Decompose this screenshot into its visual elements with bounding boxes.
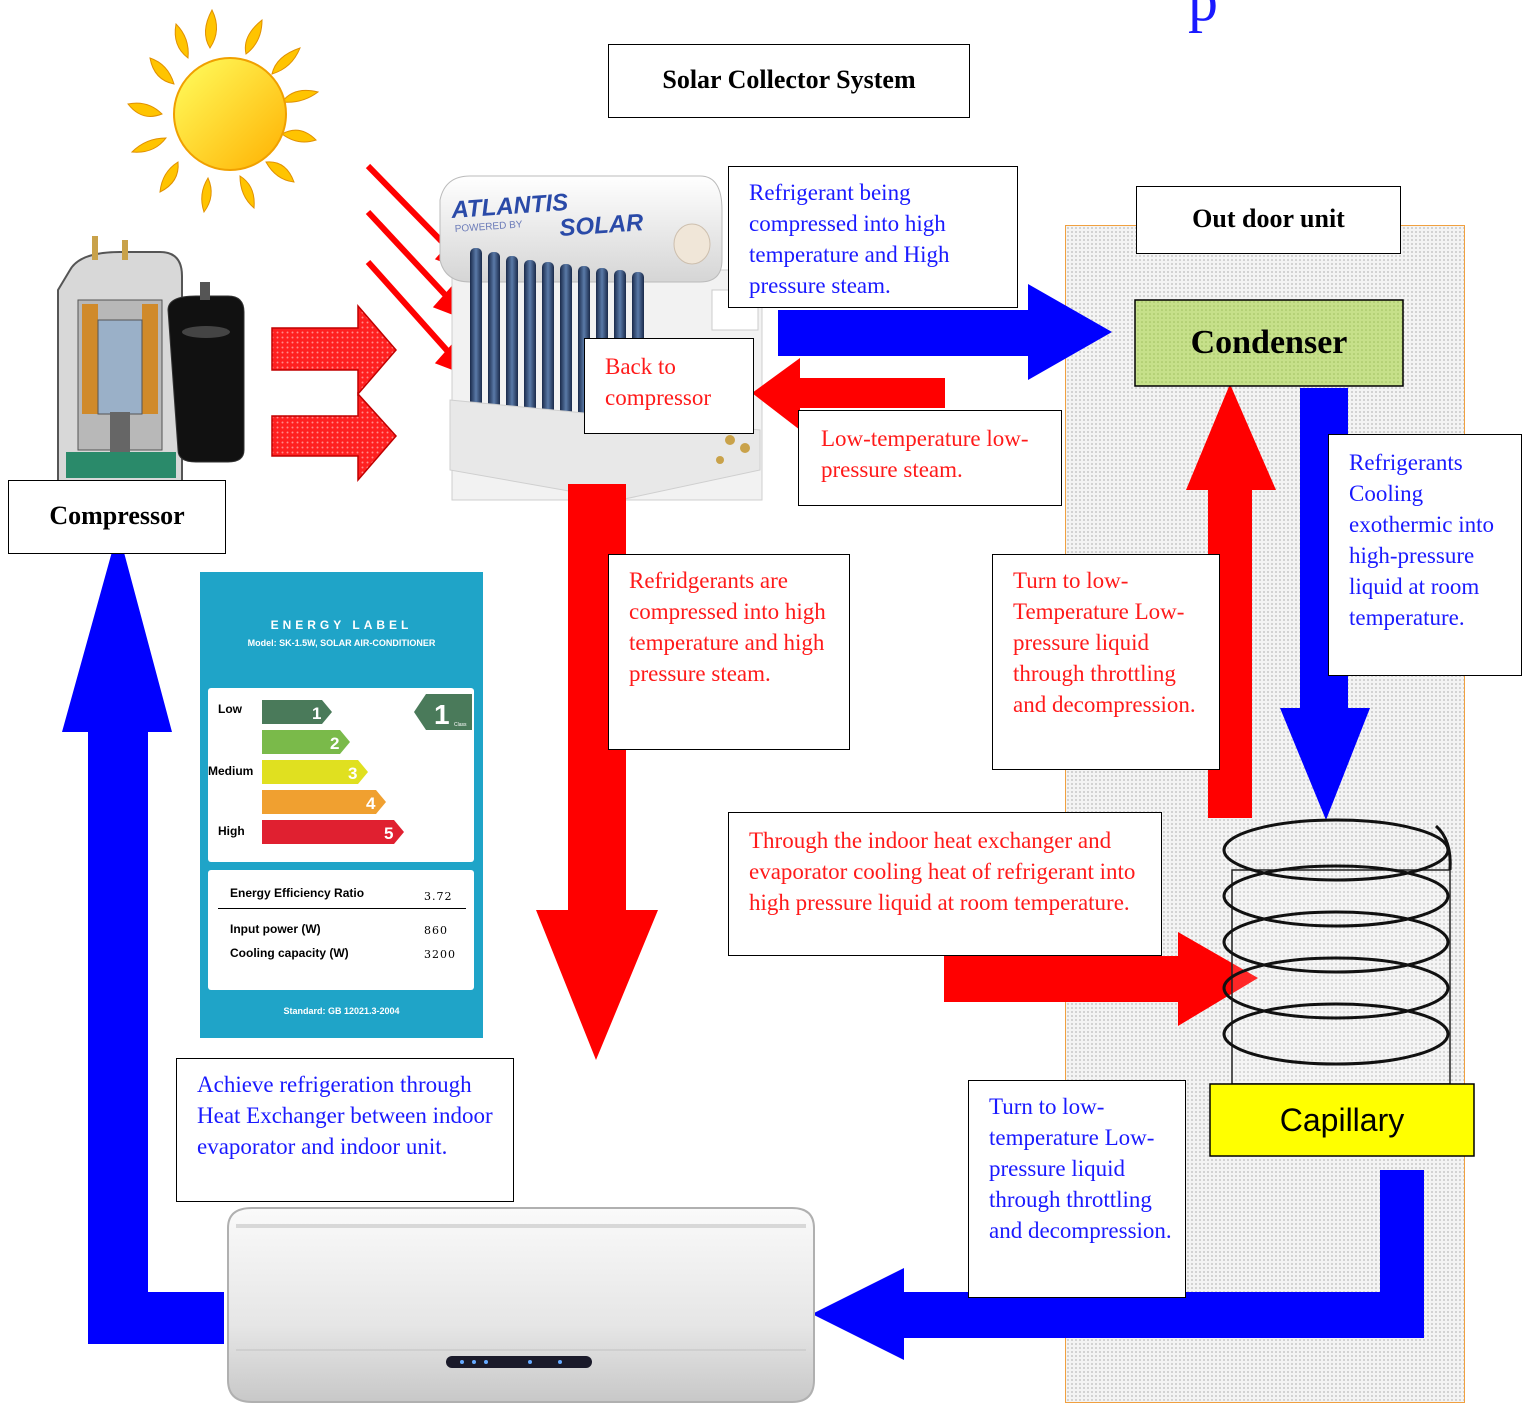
outdoor-unit-title: Out door unit (1136, 186, 1401, 254)
note-turn-low-temp-lower: Turn to low-temperature Low-pressure liq… (968, 1080, 1186, 1298)
energy-rating-panel: Low Medium High 1 2 3 4 5 1 Class (208, 688, 474, 862)
note-turn-low-temp-upper: Turn to low-Temperature Low-pressure liq… (992, 554, 1220, 770)
brand-solar: SOLAR (559, 209, 645, 242)
solar-collector-title: Solar Collector System (608, 44, 970, 118)
eer-divider (218, 908, 466, 909)
grade-3: 3 (348, 764, 357, 783)
note-refrigerant-compressed: Refrigerant being compressed into high t… (728, 166, 1018, 308)
energy-label-model: Model: SK-1.5W, SOLAR AIR-CONDITIONER (247, 638, 436, 648)
condenser-label: Condenser (1190, 324, 1348, 361)
note-back-to-compressor: Back to compressor (584, 338, 754, 434)
note-low-temp-steam: Low-temperature low-pressure steam. (798, 410, 1062, 506)
condenser-box (1134, 299, 1404, 387)
sun-icon (127, 8, 320, 214)
input-power-label: Input power (W) (230, 922, 321, 936)
compressor-icon (57, 236, 245, 483)
note-refridgerants-compressed: Refridgerants are compressed into high t… (608, 554, 850, 750)
cooling-capacity-value: 3200 (424, 948, 456, 961)
class-value: 1 (434, 699, 450, 730)
page-title-fragment: p (1188, 0, 1218, 33)
grade-5: 5 (384, 824, 393, 843)
grade-label-high: High (218, 824, 245, 838)
grade-1: 1 (312, 704, 321, 723)
eer-value: 3.72 (424, 890, 453, 903)
eer-label: Energy Efficiency Ratio (230, 886, 365, 900)
flow-arrow-back-to-compressor (752, 358, 945, 430)
note-refrigerants-cooling: Refrigerants Cooling exothermic into hig… (1328, 434, 1522, 676)
grade-label-medium: Medium (208, 764, 254, 778)
indoor-unit-icon (227, 1207, 815, 1403)
flow-arrow-indoor-to-compressor (62, 530, 224, 1344)
grade-label-low: Low (218, 702, 242, 716)
grade-4: 4 (366, 794, 376, 813)
flow-arrow-into-coil (944, 932, 1258, 1026)
compressor-label: Compressor (8, 480, 226, 554)
cooling-capacity-label: Cooling capacity (W) (230, 946, 349, 960)
input-power-value: 860 (424, 924, 448, 937)
capillary-label: Capillary (1279, 1102, 1405, 1138)
capillary-box (1209, 1083, 1475, 1157)
flow-arrow-to-condenser (778, 284, 1112, 380)
flow-arrow-collector-down (536, 484, 658, 1060)
class-word: Class (454, 722, 467, 728)
note-achieve-refrigeration: Achieve refrigeration through Heat Excha… (176, 1058, 514, 1202)
compressor-to-collector-arrows (271, 303, 398, 483)
energy-label-title: ENERGY LABEL (270, 618, 413, 632)
grade-2: 2 (330, 734, 339, 753)
coil-icon (1222, 818, 1452, 1085)
brand-powered-by: POWERED BY (454, 219, 523, 235)
energy-label-standard: Standard: GB 12021.3-2004 (283, 1006, 400, 1016)
note-indoor-heat-exchanger: Through the indoor heat exchanger and ev… (728, 812, 1162, 956)
energy-label-card: ENERGY LABEL Model: SK-1.5W, SOLAR AIR-C… (200, 572, 483, 1038)
energy-grade-bars: 1 2 3 4 5 1 Class (262, 694, 472, 844)
flow-arrow-capillary-to-indoor (812, 1170, 1424, 1360)
energy-efficiency-panel: Energy Efficiency Ratio 3.72 Input power… (208, 870, 474, 990)
